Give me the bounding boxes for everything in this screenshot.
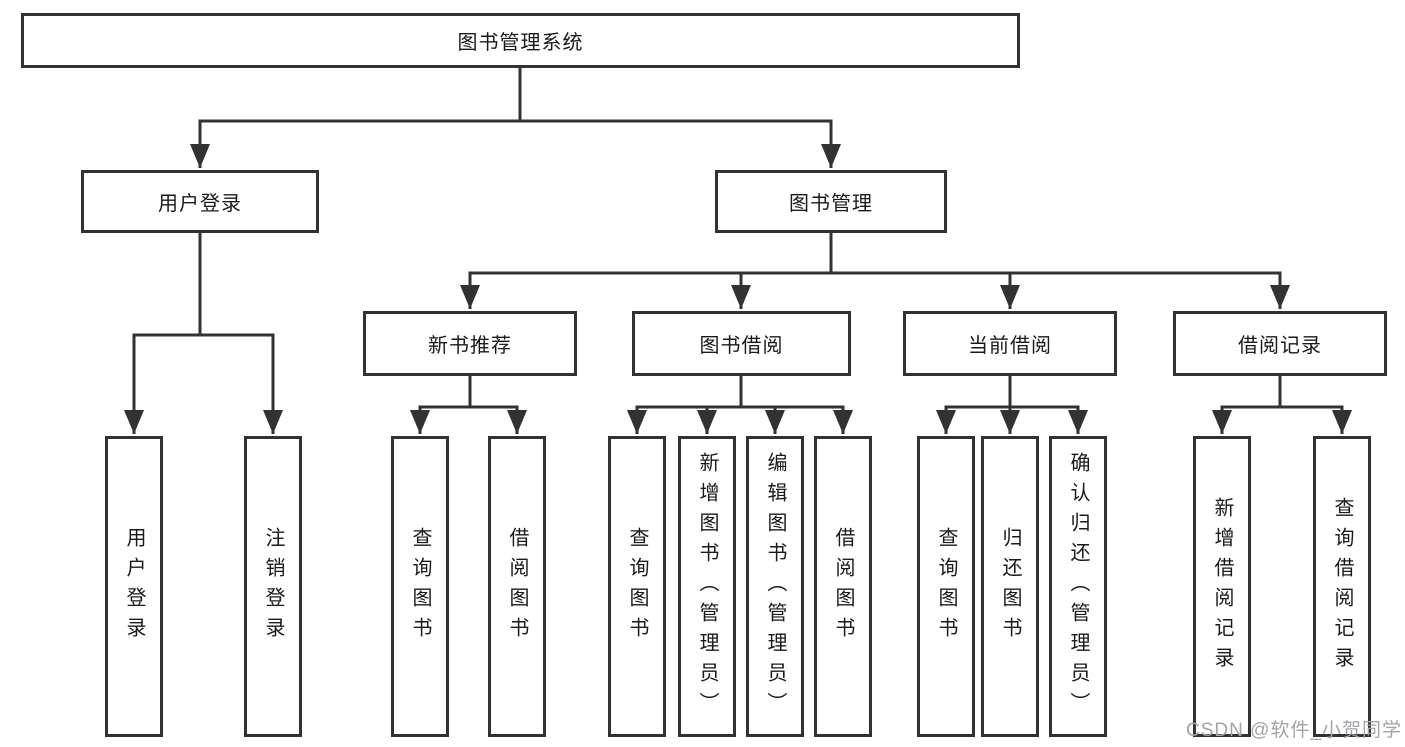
leaf-add-books-admin: 新增图书（管理员） [678,436,736,737]
watermark: CSDN @软件_小贺同学 [1186,720,1402,741]
leaf-borrow-books-2: 借阅图书 [814,436,872,737]
leaf-query-books-2: 查询图书 [608,436,666,737]
node-book-borrowing: 图书借阅 [632,311,851,376]
leaf-edit-books-admin: 编辑图书（管理员） [746,436,804,737]
node-user-login: 用户登录 [81,170,319,233]
leaf-logout-login: 注销登录 [244,436,302,737]
leaf-user-login: 用户登录 [105,436,163,737]
node-current-borrowing: 当前借阅 [903,311,1117,376]
node-borrowing-records: 借阅记录 [1173,311,1387,376]
leaf-query-borrow-record: 查询借阅记录 [1313,436,1371,737]
node-new-book-recommend: 新书推荐 [363,311,577,376]
leaf-query-books-3: 查询图书 [917,436,975,737]
leaf-query-books-1: 查询图书 [391,436,449,737]
leaf-add-borrow-record: 新增借阅记录 [1193,436,1251,737]
leaf-borrow-books-1: 借阅图书 [488,436,546,737]
leaf-return-books: 归还图书 [981,436,1039,737]
leaf-confirm-return-admin: 确认归还（管理员） [1049,436,1107,737]
node-book-management: 图书管理 [715,170,947,233]
node-library-management-system: 图书管理系统 [21,13,1020,68]
